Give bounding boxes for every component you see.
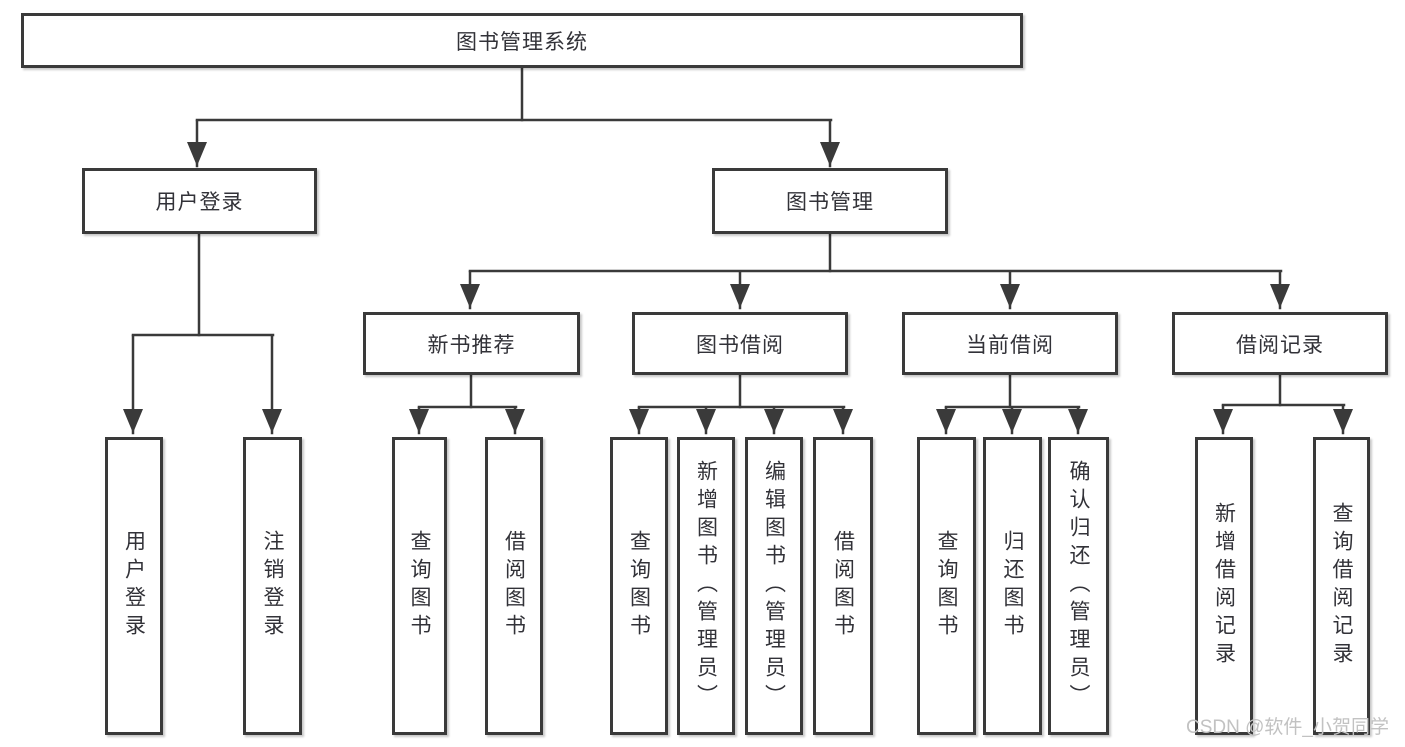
leaf-confirm-return-admin: 确认归还（管理员） <box>1048 437 1109 735</box>
leaf-query-books-current: 查询图书 <box>917 437 976 735</box>
edge-user-login-branch <box>123 232 282 435</box>
edge-new-book-branch <box>409 373 525 435</box>
node-book-borrowing: 图书借阅 <box>632 312 848 375</box>
node-book-management: 图书管理 <box>712 168 948 234</box>
node-user-login: 用户登录 <box>82 168 317 234</box>
leaf-query-borrow-record: 查询借阅记录 <box>1313 437 1370 735</box>
leaf-query-books-borrowing: 查询图书 <box>610 437 668 735</box>
leaf-logout: 注销登录 <box>243 437 302 735</box>
node-borrowing-records: 借阅记录 <box>1172 312 1388 375</box>
edge-book-management-branch <box>460 232 1290 310</box>
edge-book-borrow-branch <box>629 373 853 435</box>
csdn-watermark: CSDN @软件_小贺同学 <box>1186 717 1389 738</box>
node-new-book-recommendation: 新书推荐 <box>363 312 580 375</box>
leaf-add-books-admin: 新增图书（管理员） <box>677 437 735 735</box>
leaf-add-borrow-record: 新增借阅记录 <box>1195 437 1253 735</box>
leaf-return-books: 归还图书 <box>983 437 1042 735</box>
edge-borrow-records-branch <box>1213 373 1353 435</box>
leaf-edit-books-admin: 编辑图书（管理员） <box>745 437 803 735</box>
node-current-borrowing: 当前借阅 <box>902 312 1118 375</box>
leaf-query-books-newbook: 查询图书 <box>392 437 447 735</box>
edge-root-to-level2 <box>187 66 840 168</box>
leaf-borrow-books-borrowing: 借阅图书 <box>813 437 873 735</box>
edge-current-borrow-branch <box>936 373 1088 435</box>
node-root-library-management-system: 图书管理系统 <box>21 13 1023 68</box>
leaf-borrow-books-newbook: 借阅图书 <box>485 437 543 735</box>
leaf-user-login: 用户登录 <box>105 437 163 735</box>
